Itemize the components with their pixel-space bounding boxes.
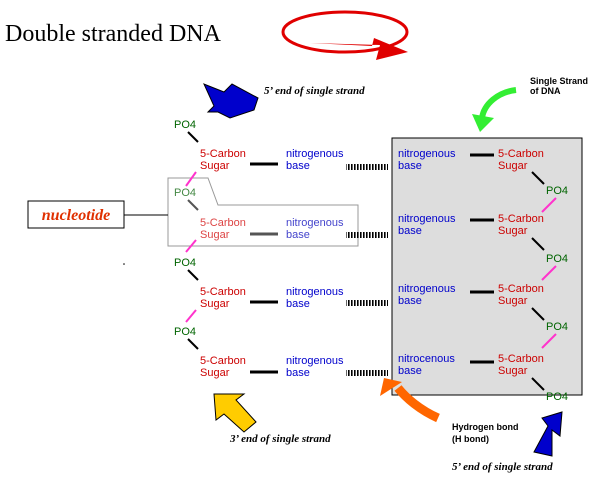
right-base-4-line2: base xyxy=(398,365,422,377)
phosphate-sugar-link xyxy=(541,197,557,213)
sugar-phosphate-link xyxy=(185,309,197,323)
hydrogen-bond xyxy=(346,232,388,238)
left-strand: PO4 5-Carbon Sugar nitrogenous base PO4 … xyxy=(174,119,344,379)
right-phosphate-2: PO4 xyxy=(546,253,568,265)
right-sugar-4-line1: 5-Carbon xyxy=(498,353,544,365)
left-sugar-3-line2: Sugar xyxy=(200,298,230,310)
five-prime-end-bottom-label: 5’ end of single strand xyxy=(452,461,553,473)
five-prime-top-arrow-icon xyxy=(203,83,259,119)
left-base-2-line1: nitrogenous xyxy=(286,217,344,229)
sugar-phosphate-bond xyxy=(531,377,545,391)
right-base-1-line2: base xyxy=(398,160,422,172)
left-sugar-1-line1: 5-Carbon xyxy=(200,148,246,160)
hydrogen-bond xyxy=(346,164,388,170)
left-sugar-2-line2: Sugar xyxy=(200,229,230,241)
left-phosphate-2: PO4 xyxy=(174,187,196,199)
left-sugar-3-line1: 5-Carbon xyxy=(200,286,246,298)
sugar-phosphate-link xyxy=(185,171,197,187)
phosphate-sugar-link xyxy=(541,265,557,281)
three-prime-end-label: 3’ end of single strand xyxy=(229,433,331,445)
single-strand-label-line2: of DNA xyxy=(530,86,561,96)
single-strand-label-line1: Single Strand xyxy=(530,76,588,86)
left-phosphate-4: PO4 xyxy=(174,326,196,338)
hydrogen-bond-arrow-icon xyxy=(380,378,440,423)
nucleotide-outline xyxy=(167,177,359,247)
left-base-1-line2: base xyxy=(286,160,310,172)
right-phosphate-3: PO4 xyxy=(546,321,568,333)
left-base-1-line1: nitrogenous xyxy=(286,148,344,160)
right-sugar-3-line2: Sugar xyxy=(498,295,528,307)
nucleotide-label: nucleotide xyxy=(42,207,110,224)
right-base-3-line1: nitrogenous xyxy=(398,283,456,295)
right-base-2-line2: base xyxy=(398,225,422,237)
right-base-2-line1: nitrogenous xyxy=(398,213,456,225)
hydrogen-bond-label-line2: (H bond) xyxy=(452,434,489,444)
hydrogen-bond xyxy=(346,300,388,306)
left-sugar-4-line2: Sugar xyxy=(200,367,230,379)
left-base-3-line1: nitrogenous xyxy=(286,286,344,298)
right-sugar-4-line2: Sugar xyxy=(498,365,528,377)
right-sugar-1-line1: 5-Carbon xyxy=(498,148,544,160)
left-base-4-line2: base xyxy=(286,367,310,379)
right-sugar-1-line2: Sugar xyxy=(498,160,528,172)
phosphate-sugar-link xyxy=(541,333,557,349)
left-sugar-1-line2: Sugar xyxy=(200,160,230,172)
left-base-2-line2: base xyxy=(286,229,310,241)
rotation-arrow-icon xyxy=(281,10,409,60)
page-title: Double stranded DNA xyxy=(5,21,222,47)
phosphate-sugar-bond xyxy=(187,199,199,211)
sugar-phosphate-bond xyxy=(531,307,545,321)
five-prime-end-top-label: 5’ end of single strand xyxy=(264,85,365,97)
right-phosphate-4: PO4 xyxy=(546,391,568,403)
right-sugar-2-line2: Sugar xyxy=(498,225,528,237)
right-strand-box xyxy=(391,137,583,396)
phosphate-sugar-bond xyxy=(187,131,199,143)
left-phosphate-3: PO4 xyxy=(174,257,196,269)
hydrogen-bond-label-line1: Hydrogen bond xyxy=(452,422,519,432)
nucleotide-label-box: nucleotide xyxy=(27,200,125,229)
right-base-1-line1: nitrogenous xyxy=(398,148,456,160)
three-prime-arrow-icon xyxy=(213,393,257,433)
left-base-3-line2: base xyxy=(286,298,310,310)
sugar-phosphate-link xyxy=(185,239,197,253)
right-sugar-2-line1: 5-Carbon xyxy=(498,213,544,225)
five-prime-bottom-arrow-icon xyxy=(533,411,563,457)
right-strand: nitrogenous base 5-Carbon Sugar PO4 nitr… xyxy=(398,148,568,403)
right-phosphate-1: PO4 xyxy=(546,185,568,197)
phosphate-sugar-bond xyxy=(187,269,199,281)
phosphate-sugar-bond xyxy=(187,338,199,350)
left-sugar-4-line1: 5-Carbon xyxy=(200,355,246,367)
sugar-phosphate-bond xyxy=(531,171,545,185)
left-base-4-line1: nitrogenous xyxy=(286,355,344,367)
right-base-3-line2: base xyxy=(398,295,422,307)
sugar-phosphate-bond xyxy=(531,237,545,251)
right-sugar-3-line1: 5-Carbon xyxy=(498,283,544,295)
left-phosphate-1: PO4 xyxy=(174,119,196,131)
left-sugar-2-line1: 5-Carbon xyxy=(200,217,246,229)
speck xyxy=(123,263,125,265)
right-base-4-line1: nitrocenous xyxy=(398,353,455,365)
single-strand-arrow-icon xyxy=(472,87,517,132)
hydrogen-bonds xyxy=(346,164,388,376)
hydrogen-bond xyxy=(346,370,388,376)
